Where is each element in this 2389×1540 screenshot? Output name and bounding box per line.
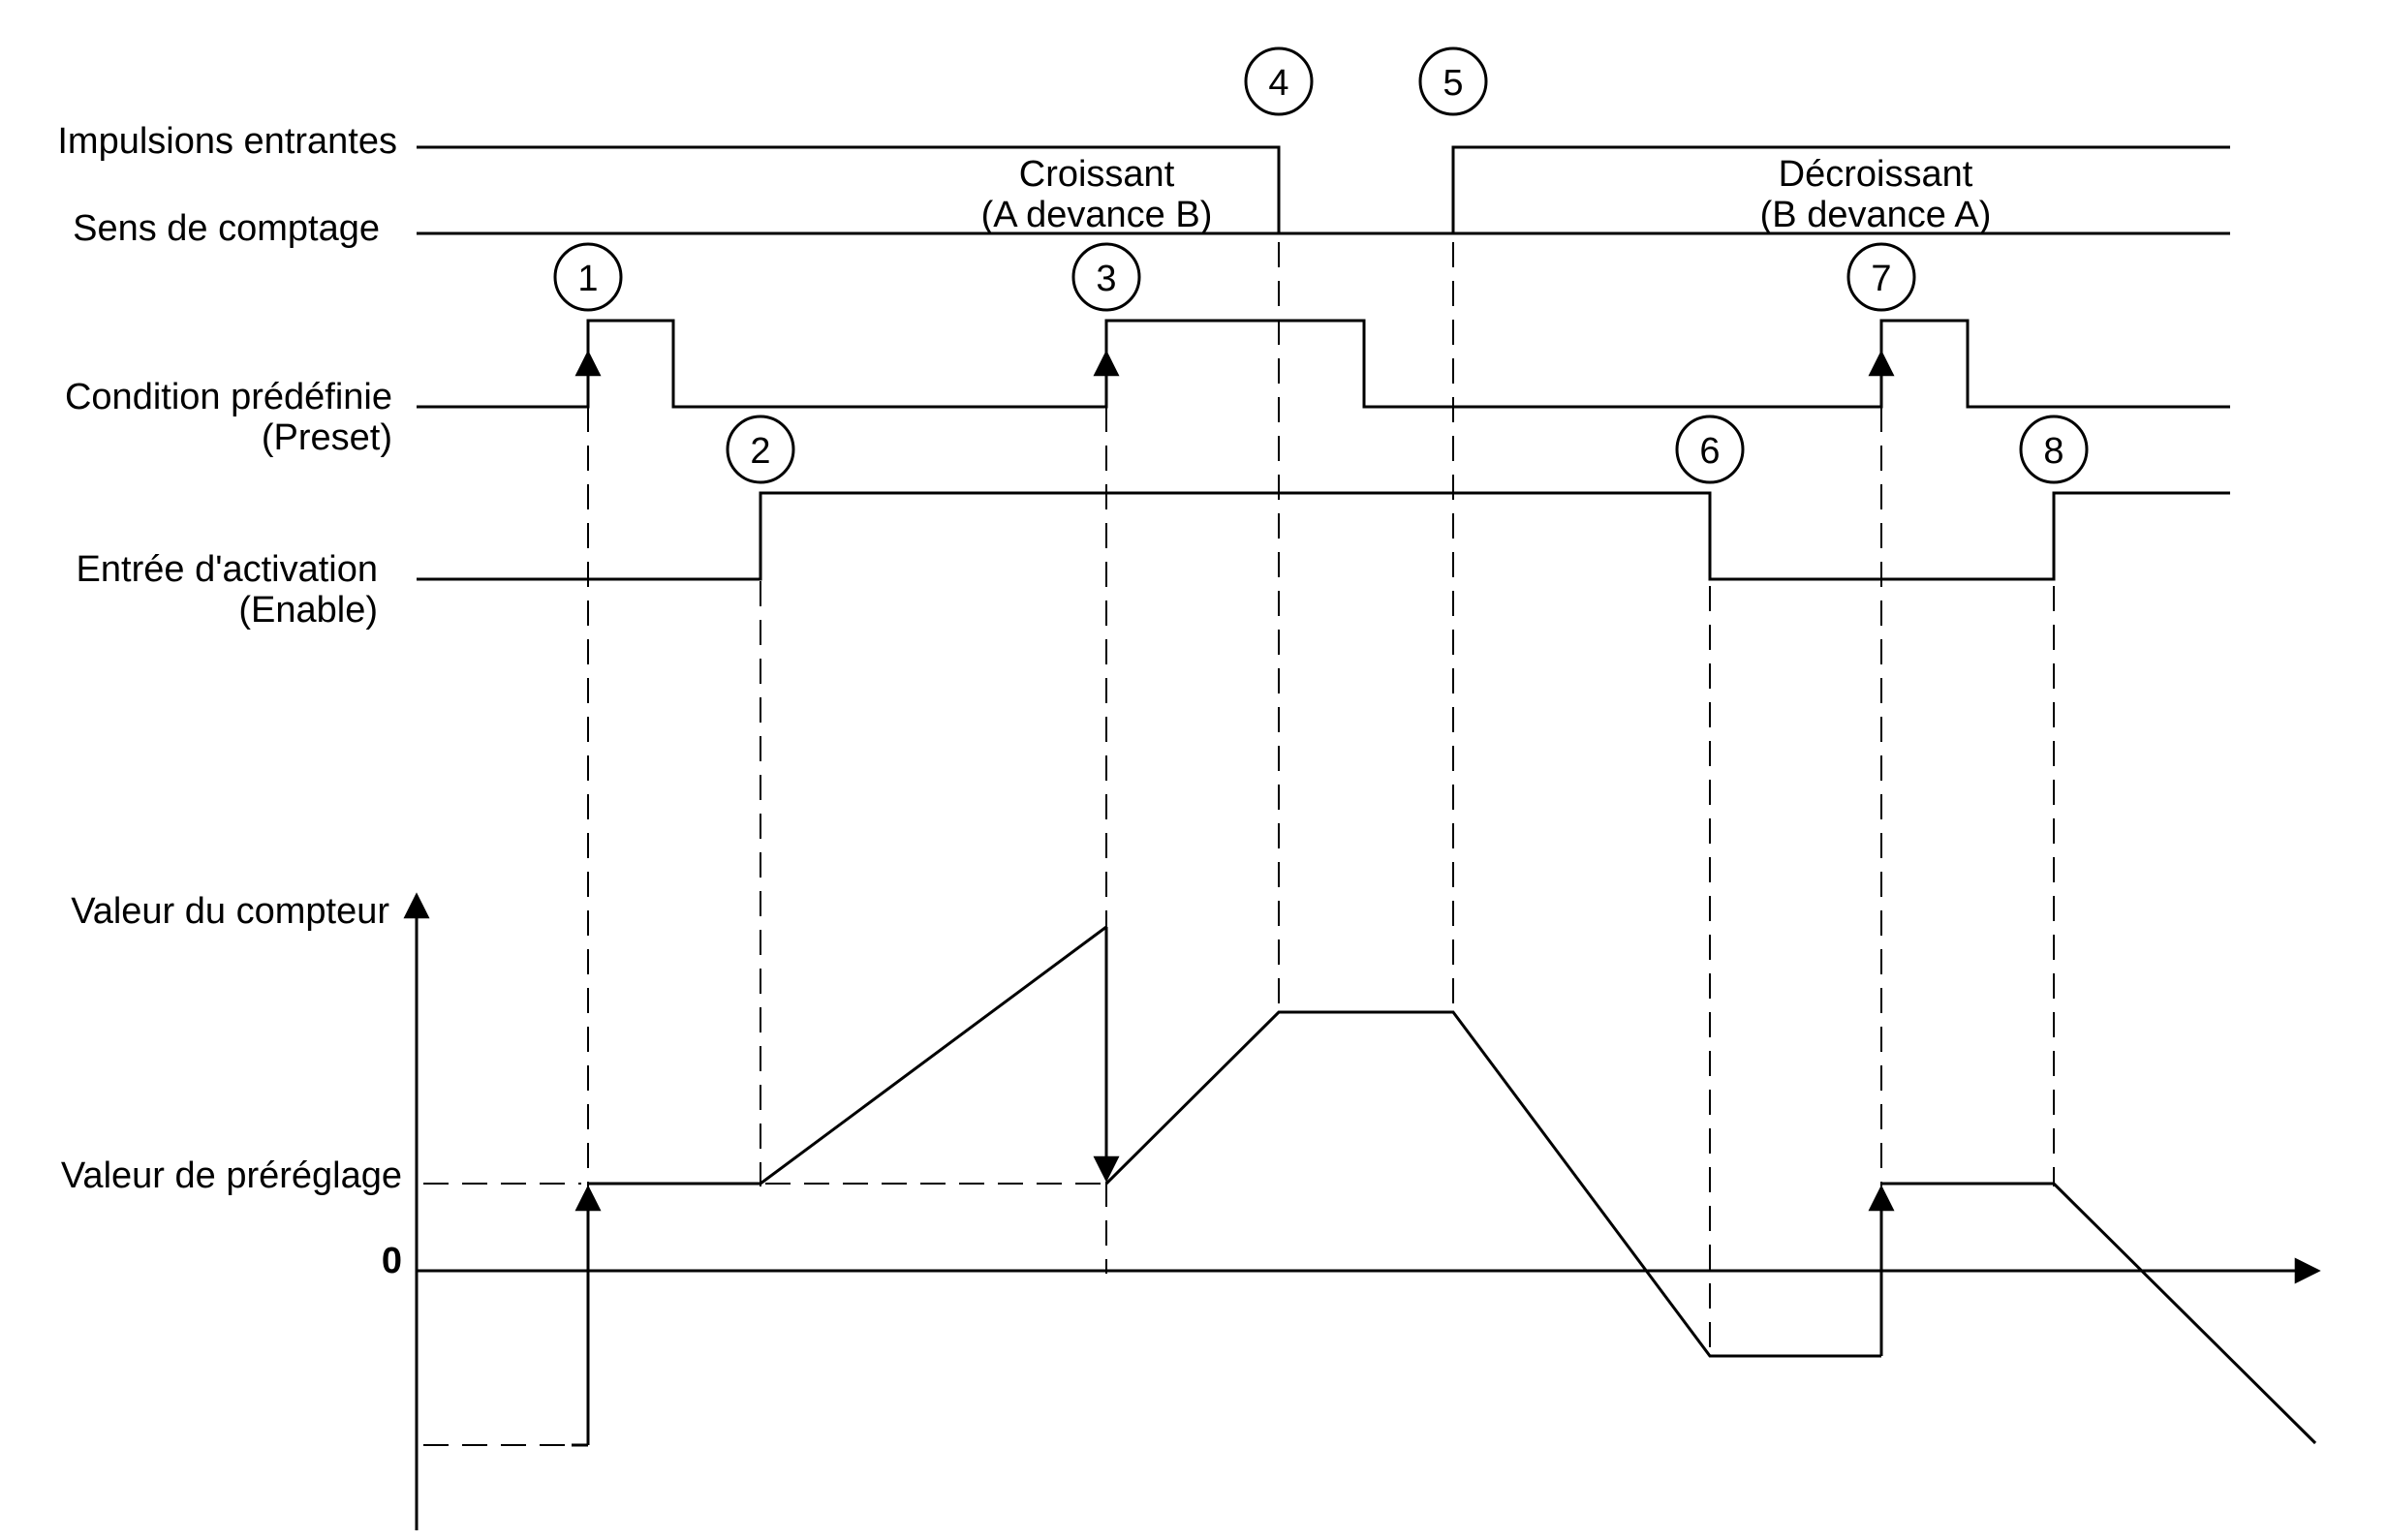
label-increasing-sub: (A devance B) <box>981 195 1213 235</box>
svg-text:3: 3 <box>1096 259 1116 299</box>
label-enable-input: Entrée d'activation <box>77 549 378 590</box>
marker-1: 1 <box>553 242 623 312</box>
signal-enable-input <box>417 491 2230 581</box>
label-zero: 0 <box>382 1241 402 1281</box>
marker-7: 7 <box>1846 242 1916 312</box>
label-incoming-pulses: Impulsions entrantes <box>57 121 397 162</box>
svg-text:8: 8 <box>2043 431 2063 472</box>
label-increasing: Croissant <box>1019 154 1175 195</box>
marker-3: 3 <box>1071 242 1141 312</box>
label-enable-input-sub: (Enable) <box>238 590 378 631</box>
marker-2: 2 <box>726 415 795 484</box>
label-preset-condition: Condition prédéfinie <box>65 377 392 417</box>
label-preset-condition-sub: (Preset) <box>262 417 392 458</box>
marker-4: 4 <box>1244 46 1314 116</box>
signal-preset-condition <box>417 319 2230 409</box>
svg-text:2: 2 <box>750 431 770 472</box>
svg-text:1: 1 <box>577 259 598 299</box>
signal-incoming-pulses-b <box>1451 145 2230 233</box>
label-counter-value: Valeur du compteur <box>71 891 389 932</box>
svg-text:6: 6 <box>1699 431 1720 472</box>
label-preset-value: Valeur de préréglage <box>61 1155 402 1196</box>
svg-text:7: 7 <box>1871 259 1891 299</box>
marker-8: 8 <box>2019 415 2089 484</box>
label-count-direction: Sens de comptage <box>73 208 380 249</box>
counter-value-trace-2 <box>1104 1010 1881 1358</box>
signal-incoming-pulses <box>417 145 1281 235</box>
label-decreasing: Décroissant <box>1779 154 1973 195</box>
marker-5: 5 <box>1418 46 1488 116</box>
counter-value-trace <box>588 925 1107 1186</box>
svg-text:5: 5 <box>1443 63 1463 104</box>
marker-6: 6 <box>1675 415 1745 484</box>
label-decreasing-sub: (B devance A) <box>1760 195 1992 235</box>
counter-value-trace-3 <box>1881 1182 2317 1445</box>
svg-text:4: 4 <box>1268 63 1288 104</box>
